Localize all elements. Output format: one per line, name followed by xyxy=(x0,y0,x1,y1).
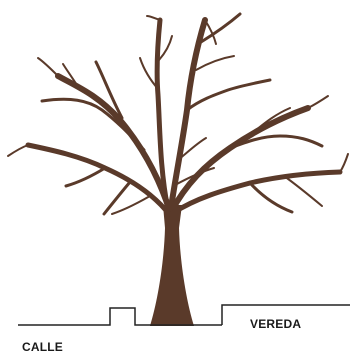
branch xyxy=(102,180,132,216)
branch xyxy=(204,19,217,45)
branch xyxy=(158,35,173,61)
branch xyxy=(7,144,29,157)
branch xyxy=(185,78,272,112)
tree-branches xyxy=(7,12,349,217)
tree-trunk xyxy=(150,205,194,326)
branch xyxy=(307,95,329,109)
branch xyxy=(195,55,235,71)
branch xyxy=(248,181,294,214)
branch xyxy=(174,167,215,186)
ground-line xyxy=(18,307,222,326)
branch xyxy=(177,137,207,161)
calle-label: CALLE xyxy=(22,340,63,354)
branch xyxy=(94,60,124,120)
branch xyxy=(55,73,173,215)
branch xyxy=(139,57,160,91)
branch xyxy=(64,166,107,188)
branch xyxy=(168,105,311,215)
branch xyxy=(228,134,324,150)
branch xyxy=(255,107,291,131)
branch xyxy=(154,17,171,213)
branch xyxy=(146,15,161,21)
vereda-label: VEREDA xyxy=(250,317,302,331)
branch xyxy=(40,97,146,152)
branch xyxy=(62,63,81,91)
branch xyxy=(37,57,59,77)
ground-line xyxy=(221,304,350,325)
branch xyxy=(199,12,242,44)
branch xyxy=(111,195,151,215)
branch xyxy=(283,175,323,207)
branch xyxy=(339,153,349,173)
